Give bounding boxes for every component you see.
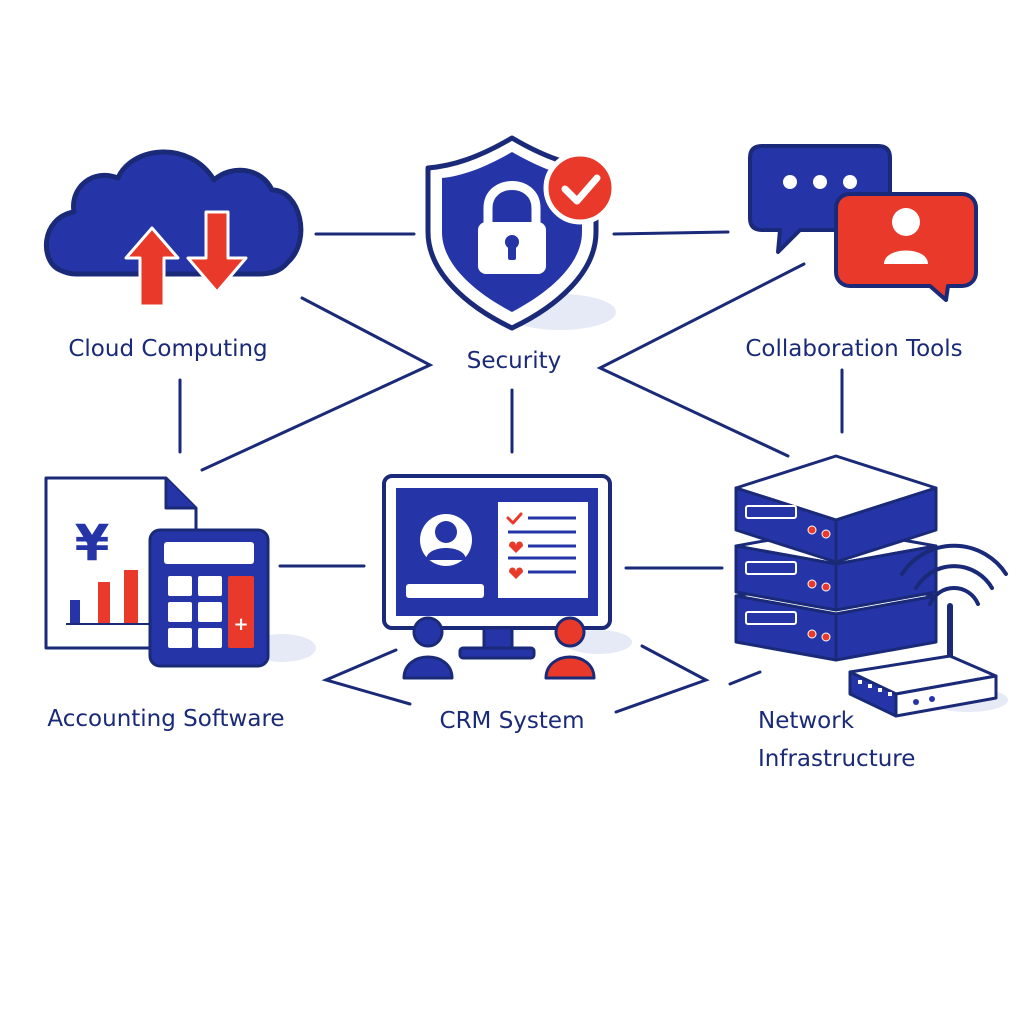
checklist-icon [506,512,576,579]
connector-network-router [728,670,762,686]
bar-chart-icon [66,570,150,625]
chat-bubble-user-icon [834,192,978,302]
lock-icon [478,181,546,274]
crm-label: CRM System [440,708,585,734]
network-label-line1: Network [758,708,855,734]
upload-arrow-icon [124,226,180,308]
network-node: Network Infrastructure [734,454,1008,772]
cloud-node: Cloud Computing [43,149,304,362]
connectors [178,230,844,714]
security-label: Security [467,348,561,374]
yen-icon: ¥ [75,514,110,572]
download-arrow-icon [186,210,248,294]
checklist-panel [498,502,588,598]
collaboration-label: Collaboration Tools [745,336,962,362]
connector-security-collaboration [612,230,730,236]
svg-text:+: + [233,614,248,635]
check-badge-icon [543,151,617,225]
profile-avatar-icon [420,514,472,566]
user-red-icon [544,616,596,680]
wifi-icon [900,543,1008,606]
connector-collaboration-security-network [596,262,806,458]
router-icon [848,603,998,718]
connector-crm-accounting-bottom [321,648,412,706]
search-bar [406,584,484,598]
server-stack-icon [734,454,938,662]
security-node: Security [425,135,617,374]
cloud-icon [43,149,304,277]
connector-cloud-security-accounting [200,296,434,472]
accounting-node: ¥ + Accounting Software [44,476,316,732]
accounting-label: Accounting Software [47,706,284,732]
crm-node: CRM System [382,474,632,734]
calculator-icon: + [148,528,270,668]
user-blue-icon [402,616,454,680]
collaboration-node: Collaboration Tools [745,144,978,362]
cloud-label: Cloud Computing [68,336,267,362]
network-label-line2: Infrastructure [758,746,915,772]
connector-crm-network-bottom [614,644,710,714]
